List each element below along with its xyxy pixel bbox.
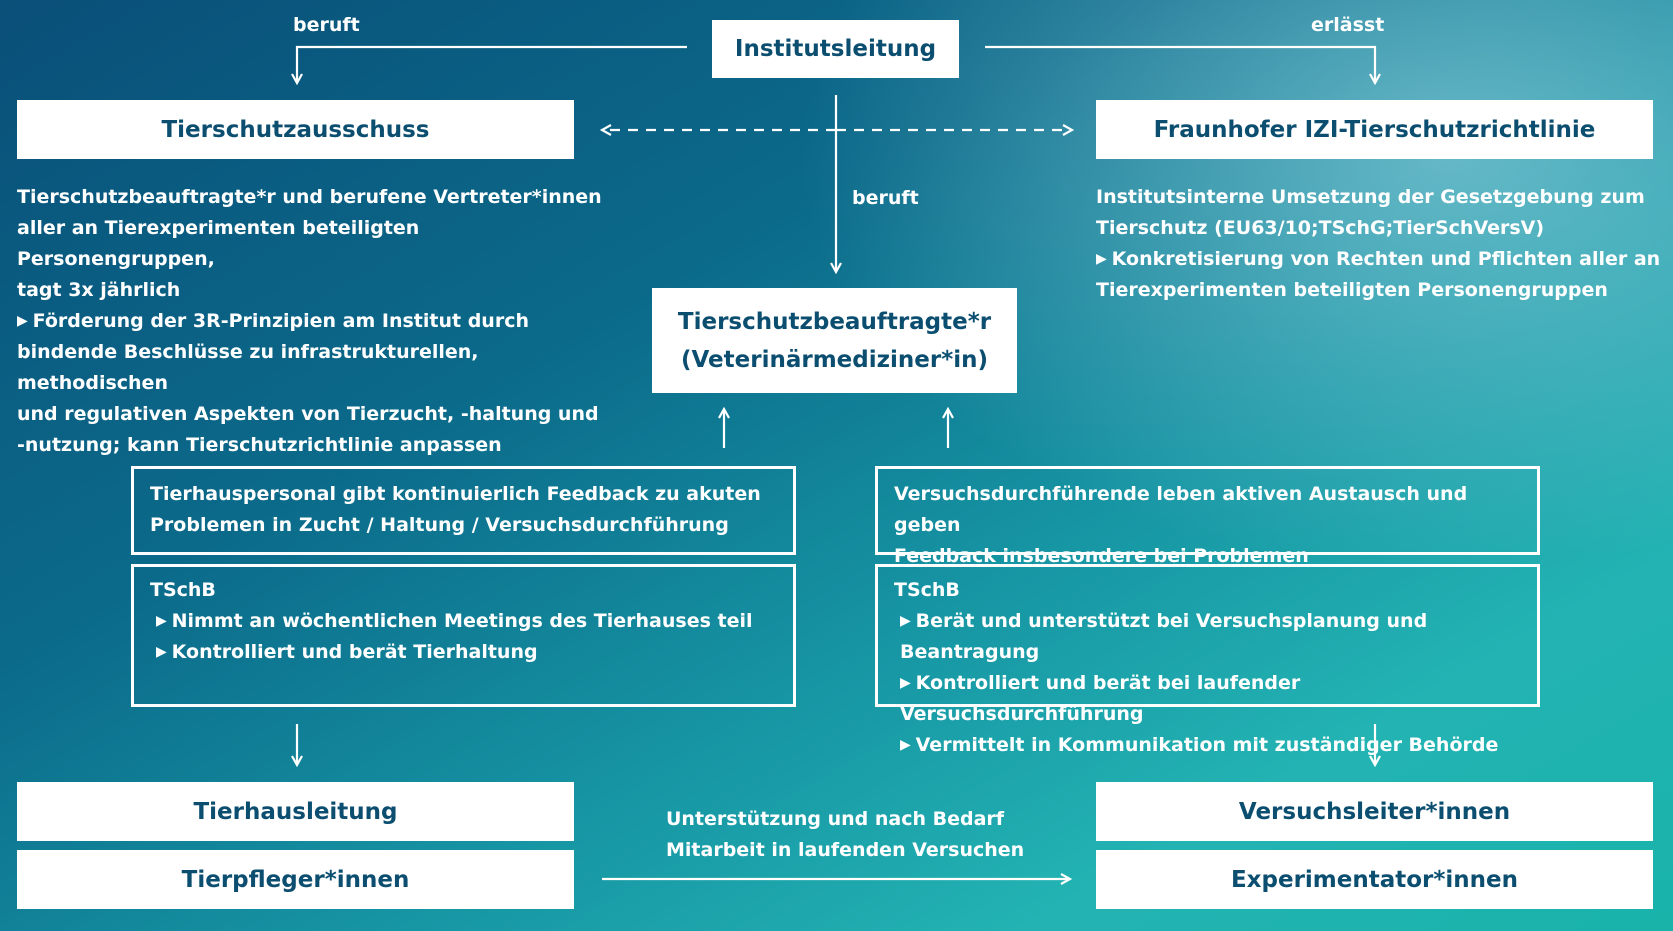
- right-tschb-item: Kontrolliert und berät bei laufender Ver…: [894, 668, 1523, 730]
- tierhausleitung-label: Tierhausleitung: [193, 798, 398, 825]
- tierschutzausschuss-box: Tierschutzausschuss: [17, 100, 574, 159]
- ausschuss-bullet-line: Förderung der 3R-Prinzipien am Institut …: [17, 306, 607, 337]
- left-feedback-line: Problemen in Zucht / Haltung / Versuchsd…: [150, 514, 729, 536]
- ausschuss-desc-line: aller an Tierexperimenten beteiligten Pe…: [17, 217, 420, 270]
- richtlinie-desc-line: Institutsinterne Umsetzung der Gesetzgeb…: [1096, 186, 1645, 208]
- support-line: Mitarbeit in laufenden Versuchen: [666, 839, 1025, 861]
- richtlinie-bullet-line: Tierexperimenten beteiligten Personengru…: [1096, 279, 1608, 301]
- right-tschb-heading: TSchB: [894, 579, 960, 601]
- versuchsleiter-label: Versuchsleiter*innen: [1238, 798, 1511, 825]
- ausschuss-bullet-line: bindende Beschlüsse zu infrastrukturelle…: [17, 341, 479, 394]
- right-tschb-box: TSchB Berät und unterstützt bei Versuchs…: [875, 564, 1540, 756]
- experimentator-box: Experimentator*innen: [1096, 850, 1653, 909]
- left-tschb-heading: TSchB: [150, 579, 216, 601]
- institutsleitung-label: Institutsleitung: [734, 36, 937, 62]
- ausschuss-bullet-line: und regulativen Aspekten von Tierzucht, …: [17, 403, 599, 425]
- ausschuss-desc-line: Tierschutzbeauftragte*r und berufene Ver…: [17, 186, 602, 208]
- right-feedback-box: Versuchsdurchführende leben aktiven Aust…: [875, 466, 1540, 567]
- ausschuss-desc-line: tagt 3x jährlich: [17, 279, 181, 301]
- label-beruft-center: beruft: [852, 187, 919, 209]
- richtlinie-desc-line: Tierschutz (EU63/10;TSchG;TierSchVersV): [1096, 217, 1545, 239]
- support-line: Unterstützung und nach Bedarf: [666, 808, 1005, 830]
- versuchsleiter-box: Versuchsleiter*innen: [1096, 782, 1653, 841]
- right-tschb-item: Berät und unterstützt bei Versuchsplanun…: [894, 606, 1523, 668]
- tierschutzausschuss-title: Tierschutzausschuss: [161, 116, 430, 143]
- label-erlaesst: erlässt: [1311, 14, 1385, 36]
- institutsleitung-box: Institutsleitung: [712, 20, 959, 78]
- right-tschb-item: Vermittelt in Kommunikation mit zuständi…: [894, 730, 1523, 761]
- arrow-institutsleitung-to-richtlinie: [985, 45, 1375, 82]
- beauftragte-title: Tierschutzbeauftragte*r: [677, 308, 992, 335]
- ausschuss-description: Tierschutzbeauftragte*r und berufene Ver…: [17, 182, 607, 461]
- left-tschb-item: Kontrolliert und berät Tierhaltung: [150, 637, 779, 668]
- left-feedback-line: Tierhauspersonal gibt kontinuierlich Fee…: [150, 483, 761, 505]
- ausschuss-bullet-line: -nutzung; kann Tierschutzrichtlinie anpa…: [17, 434, 502, 456]
- tierpfleger-label: Tierpfleger*innen: [181, 866, 410, 893]
- experimentator-label: Experimentator*innen: [1230, 866, 1519, 893]
- right-feedback-line: Versuchsdurchführende leben aktiven Aust…: [894, 483, 1468, 536]
- tierhausleitung-box: Tierhausleitung: [17, 782, 574, 841]
- richtlinie-description: Institutsinterne Umsetzung der Gesetzgeb…: [1096, 182, 1666, 306]
- left-tschb-box: TSchB Nimmt an wöchentlichen Meetings de…: [131, 564, 796, 707]
- richtlinie-title: Fraunhofer IZI-Tierschutzrichtlinie: [1153, 116, 1596, 143]
- left-feedback-box: Tierhauspersonal gibt kontinuierlich Fee…: [131, 466, 796, 555]
- label-beruft-left: beruft: [293, 14, 360, 36]
- right-feedback-line: Feedback insbesondere bei Problemen: [894, 545, 1309, 567]
- tierschutzbeauftragte-box: Tierschutzbeauftragte*r (Veterinärmedizi…: [652, 288, 1017, 393]
- support-text: Unterstützung und nach Bedarf Mitarbeit …: [666, 804, 1066, 866]
- richtlinie-box: Fraunhofer IZI-Tierschutzrichtlinie: [1096, 100, 1653, 159]
- arrow-institutsleitung-to-ausschuss: [297, 45, 687, 82]
- beauftragte-subtitle: (Veterinärmediziner*in): [680, 346, 988, 373]
- left-tschb-item: Nimmt an wöchentlichen Meetings des Tier…: [150, 606, 779, 637]
- richtlinie-bullet-line: Konkretisierung von Rechten und Pflichte…: [1096, 244, 1666, 275]
- tierpfleger-box: Tierpfleger*innen: [17, 850, 574, 909]
